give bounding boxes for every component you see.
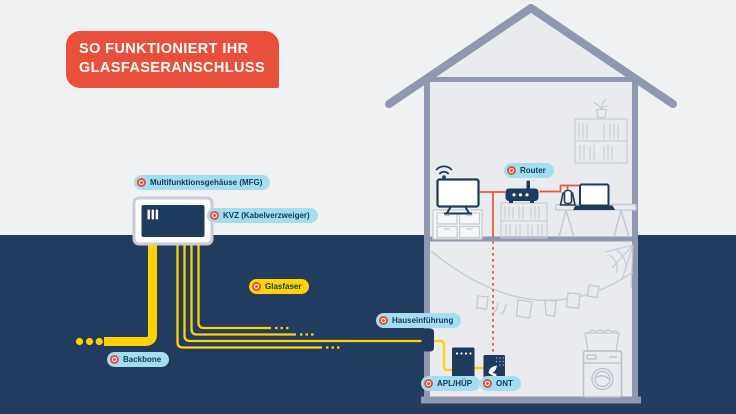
label-apl-huep-text: APL/HÜP [437,379,473,388]
label-backbone[interactable]: Backbone [107,352,170,367]
ont-device [483,355,505,380]
red-connections [479,184,580,354]
washing-machine [582,350,623,398]
hauseinfuehrung-connector [421,328,434,352]
house [385,4,677,404]
laptop [573,183,615,210]
cable-router-laptop [539,184,580,193]
label-router[interactable]: Router [504,163,554,178]
label-ont-text: ONT [496,379,513,388]
backbone-cable [75,241,157,346]
tv [436,178,480,215]
router-device [505,180,539,203]
wifi-icon [435,165,453,179]
laundry-basket [584,329,620,352]
label-mfg-text: Multifunktionsgehäuse (MFG) [150,178,263,187]
hanging-clothes [475,284,600,319]
label-kvz[interactable]: KVZ (Kabelverzweiger) [207,208,318,223]
clothesline [430,250,634,302]
spider-web [604,244,634,289]
label-hauseinfuehrung-text: Hauseinführung [392,316,454,325]
title-line-2: GLASFASERANSCHLUSS [79,60,266,77]
roof [385,4,677,108]
label-kvz-text: KVZ (Kabelverzweiger) [223,211,310,220]
basement-decor [430,244,634,398]
wall-shelf [574,118,628,164]
phone [559,189,576,206]
plant [593,98,609,119]
mfg-cabinet [132,196,214,246]
bookshelf [500,202,548,239]
fiber-to-house [183,241,424,343]
apl-huep-device [452,347,475,379]
hotspot-icon[interactable] [210,211,219,220]
fiber-cables [75,241,484,372]
dresser [432,209,483,240]
label-apl-huep[interactable]: APL/HÜP [421,376,481,391]
label-ont[interactable]: ONT [480,376,521,391]
label-hauseinfuehrung[interactable]: Hauseinführung [376,313,462,328]
hotspot-icon[interactable] [507,166,516,175]
hotspot-icon[interactable] [424,379,433,388]
hotspot-icon[interactable] [483,379,492,388]
hotspot-icon[interactable] [110,355,119,364]
label-glasfaser[interactable]: Glasfaser [249,279,310,294]
label-backbone-text: Backbone [123,355,162,364]
label-glasfaser-text: Glasfaser [265,282,302,291]
label-mfg[interactable]: Multifunktionsgehäuse (MFG) [134,175,271,190]
hotspot-icon[interactable] [252,282,261,291]
ont-leaf-icon [488,365,497,377]
title-badge: SO FUNKTIONIERT IHR GLASFASERANSCHLUSS [66,31,280,89]
upper-floor-furniture [432,98,637,240]
hotspot-icon[interactable] [137,178,146,187]
hotspot-icon[interactable] [379,316,388,325]
label-router-text: Router [520,166,546,175]
fiber-strands [176,241,484,372]
title-line-1: SO FUNKTIONIERT IHR [79,41,249,57]
